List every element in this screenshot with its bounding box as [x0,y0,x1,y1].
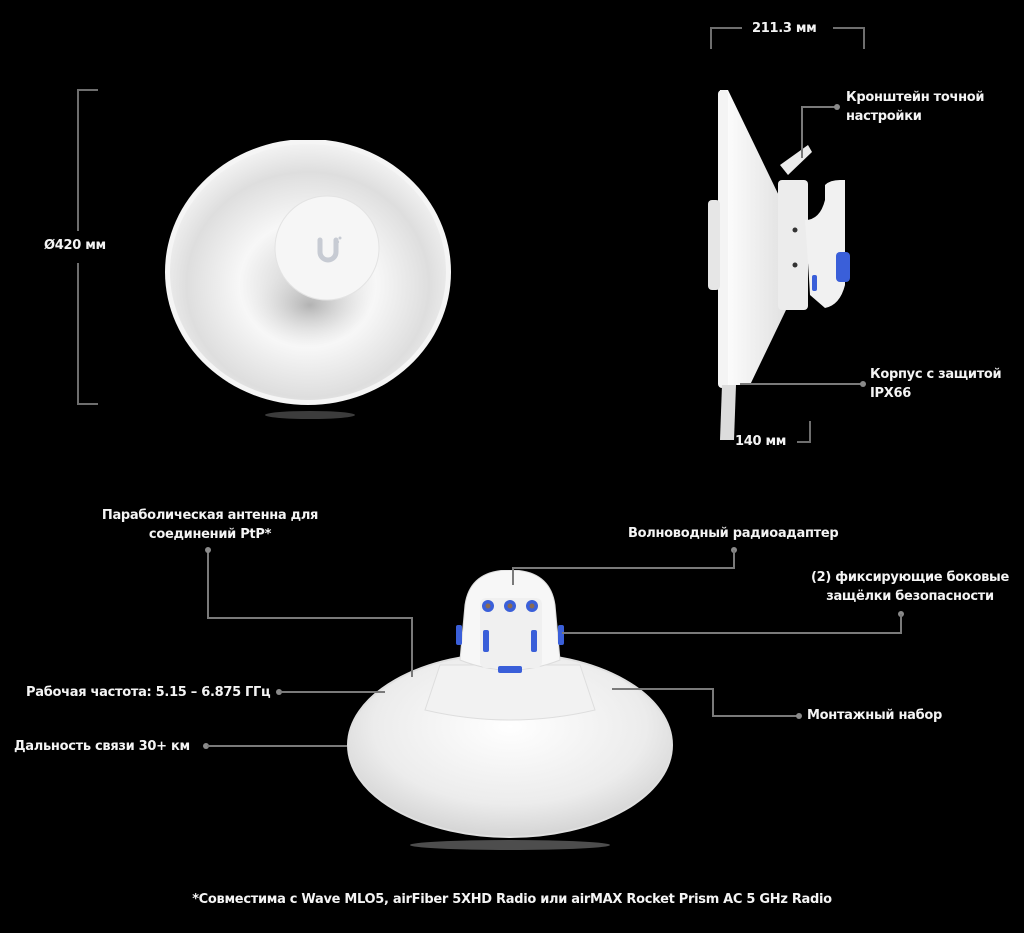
diameter-label: Ø420 мм [44,238,106,253]
callout-waveguide-adapter: Волноводный радиоадаптер [628,526,839,541]
callout-line: соединений PtP* [148,527,272,542]
callout-line: защёлки безопасности [826,589,994,604]
latches-leader-h [562,632,902,634]
callout-parabolic-antenna: Параболическая антенна для соединений Pt… [95,506,325,544]
range-leader-h [207,745,347,747]
callout-line: (2) фиксирующие боковые [810,570,1009,585]
mounting-leader-dot [796,713,802,719]
range-leader-dot [203,743,209,749]
housing-leader-h [740,383,862,385]
compatibility-footnote: *Совместима с Wave MLO5, airFiber 5XHD R… [192,892,832,907]
diameter-dimension-bottom [77,263,98,405]
mount-length-label: 140 мм [735,434,787,449]
dish-side-image [708,90,850,440]
depth-label: 211.3 мм [752,21,817,36]
callout-frequency: Рабочая частота: 5.15 – 6.875 ГГц [26,685,271,700]
parabolic-leader-v1 [207,550,209,618]
mount-dimension-right [797,421,811,443]
callout-line: Кронштейн точной [846,90,985,105]
callout-fine-tune-bracket: Кронштейн точной настройки [846,88,985,126]
mounting-leader-h1 [612,688,714,690]
parabolic-leader-dot [205,547,211,553]
bracket-leader-h [801,106,837,108]
frequency-leader-dot [276,689,282,695]
frequency-leader-h [280,691,385,693]
dish-front-image [165,140,451,419]
latches-leader-v [900,614,902,633]
callout-safety-latches: (2) фиксирующие боковые защёлки безопасн… [790,568,1024,606]
mounting-leader-v [712,688,714,716]
parabolic-leader-h [207,617,413,619]
callout-line: Корпус с защитой [870,367,1002,382]
callout-line: IPX66 [870,386,911,401]
callout-line: настройки [846,109,922,124]
callout-line: Параболическая антенна для [101,508,319,523]
dish-rear-image [347,570,673,850]
depth-dimension-left [710,27,742,49]
depth-dimension-right [833,27,865,49]
housing-leader-dot [860,381,866,387]
diameter-dimension-top [77,89,98,231]
callout-range: Дальность связи 30+ км [14,739,190,754]
waveguide-leader-v [733,550,735,568]
waveguide-leader-v2 [512,567,514,585]
parabolic-leader-v2 [411,617,413,677]
bracket-leader-dot [834,104,840,110]
bracket-leader-v [801,106,803,158]
mounting-leader-h2 [712,715,798,717]
callout-mounting-kit: Монтажный набор [807,708,943,723]
callout-housing: Корпус с защитой IPX66 [870,365,1002,403]
waveguide-leader-h [512,567,735,569]
